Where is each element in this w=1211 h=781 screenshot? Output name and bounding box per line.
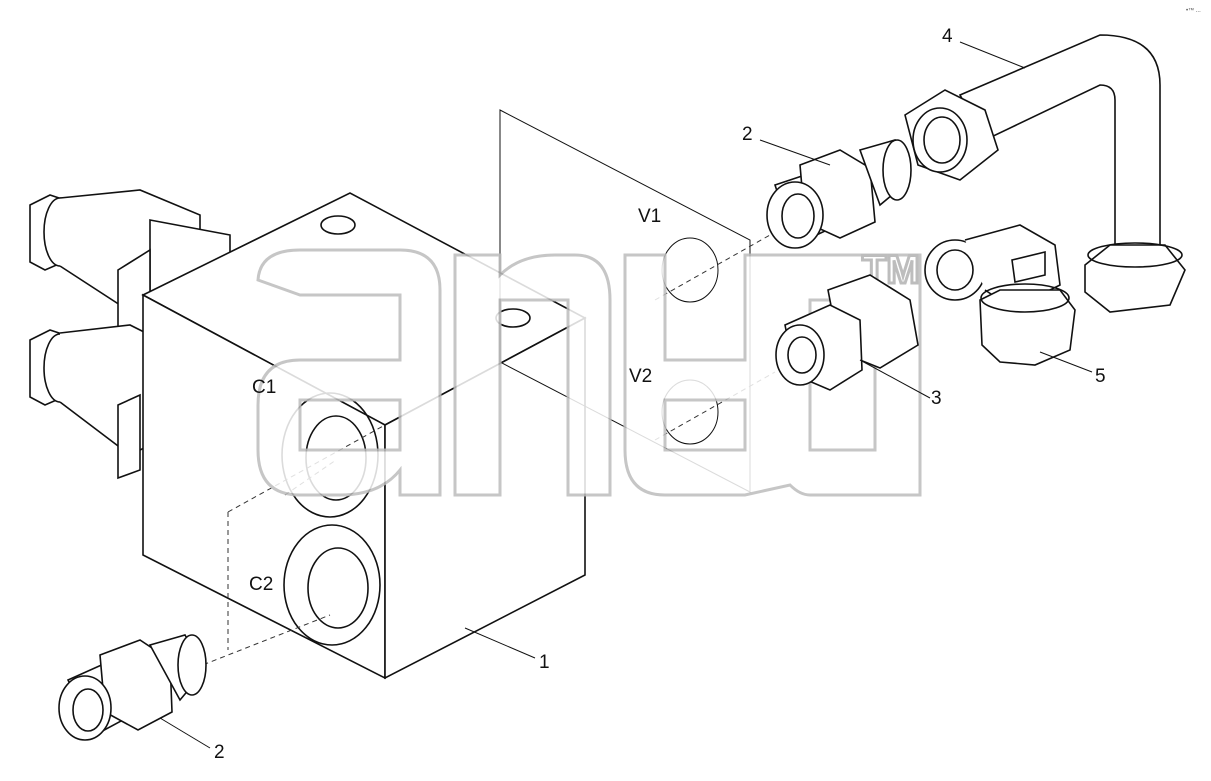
cartridge-valve-bottom (29, 324, 161, 480)
bent-tube (904, 34, 1186, 313)
adapter-fitting-top (766, 139, 912, 249)
port-c2-outer (283, 524, 381, 646)
label-part-3: 3 (931, 388, 942, 409)
label-port-v1: V1 (638, 206, 661, 227)
label-port-c1: C1 (252, 377, 276, 398)
watermark-logo: TM (256, 247, 922, 497)
label-part-2-top: 2 (742, 124, 753, 145)
label-part-5: 5 (1095, 366, 1106, 387)
leader-lines (159, 41, 1093, 749)
label-part-1: 1 (539, 652, 550, 673)
tube-nut-bottom (1084, 244, 1186, 313)
label-part-4: 4 (942, 26, 953, 47)
port-v1-circle (661, 237, 719, 303)
port-c2-inner (307, 547, 369, 629)
valve-block (29, 189, 587, 680)
corner-mark: •™ ... (1186, 7, 1201, 14)
elbow-fitting (924, 224, 1076, 366)
fitting-3 (775, 274, 919, 391)
top-port-1 (320, 215, 356, 235)
label-port-c2: C2 (249, 574, 273, 595)
label-part-2-bottom: 2 (214, 742, 225, 763)
adapter-fitting-bottom (58, 634, 207, 741)
label-port-v2: V2 (629, 366, 652, 387)
